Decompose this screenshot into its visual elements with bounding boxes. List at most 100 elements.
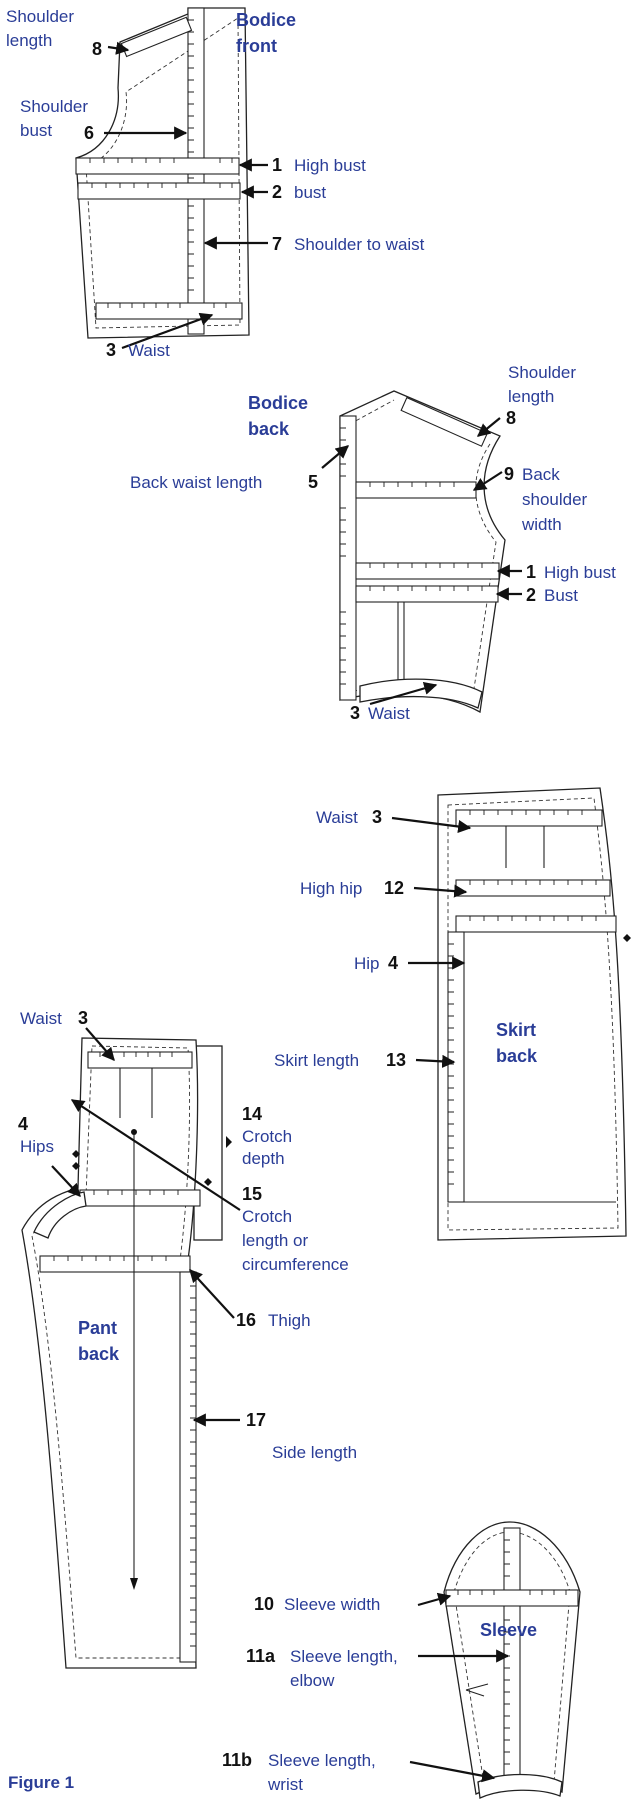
- arrow-skirt-waist: [391, 816, 472, 834]
- bodice-front-title-2: front: [236, 36, 277, 56]
- figure-label: Figure 1: [8, 1773, 74, 1792]
- arrow-sleeve-width: [417, 1592, 452, 1607]
- label-pant-waist: Waist: [20, 1009, 62, 1028]
- label-back-shoulder-length: Shoulder: [508, 363, 576, 382]
- label-high-bust: High bust: [294, 156, 366, 175]
- arrow-skirt-length: [415, 1054, 456, 1068]
- label-back-waist: Waist: [368, 704, 410, 723]
- label-pant-hips: Hips: [20, 1137, 54, 1156]
- crotch-depth-marker: [226, 1136, 232, 1148]
- label-back-shoulder-width-2: shoulder: [522, 490, 588, 509]
- bodice-front-piece: Bodice front Shoulder length 8 Shoulder …: [6, 7, 425, 360]
- ruler-ticks: [89, 19, 233, 308]
- label-crotch-length: Crotch: [242, 1207, 292, 1226]
- ruler-back-waist-length: [339, 415, 357, 701]
- label-shoulder-to-waist: Shoulder to waist: [294, 235, 425, 254]
- label-shoulder-length: Shoulder: [6, 7, 74, 26]
- skirt-back-title-2: back: [496, 1046, 538, 1066]
- number-back-waist: 3: [350, 703, 360, 723]
- label-skirt-high-hip: High hip: [300, 879, 362, 898]
- pant-back-title-2: back: [78, 1344, 120, 1364]
- pant-back-rulers: [33, 1051, 212, 1663]
- skirt-notch: [623, 934, 631, 942]
- label-crotch-length-2: length or: [242, 1231, 308, 1250]
- ruler-back-high-bust: [355, 562, 500, 580]
- sleeve-title: Sleeve: [480, 1620, 537, 1640]
- pant-back-piece: Pant back Waist 3 4 Hips 14 Crotch depth…: [18, 1008, 357, 1669]
- label-sleeve-elbow-2: elbow: [290, 1671, 335, 1690]
- number-back-shoulder-width: 9: [504, 464, 514, 484]
- number-sleeve-width: 10: [254, 1594, 274, 1614]
- ruler-pant-crotch: [33, 1191, 87, 1239]
- back-dart: [397, 602, 405, 690]
- sleeve-ruler-ticks: [457, 1539, 567, 1765]
- number-skirt-length: 13: [386, 1050, 406, 1070]
- skirt-back-rulers: [447, 809, 631, 1203]
- number-shoulder-to-waist: 7: [272, 234, 282, 254]
- ruler-skirt-waist: [455, 809, 603, 827]
- number-high-bust: 1: [272, 155, 282, 175]
- pant-ruler-ticks: [53, 1052, 196, 1647]
- pant-grainline-arrow: [130, 1578, 138, 1590]
- label-skirt-waist: Waist: [316, 808, 358, 827]
- skirt-back-piece: Skirt back Waist 3 High hip 12 Hip 4 Ski…: [274, 787, 631, 1241]
- label-skirt-length: Skirt length: [274, 1051, 359, 1070]
- arrow-back-shoulder-width: [472, 471, 503, 491]
- label-back-waist-length: Back waist length: [130, 473, 262, 492]
- number-back-high-bust: 1: [526, 562, 536, 582]
- ruler-back-shoulder-width: [355, 481, 477, 499]
- arrow-shoulder-length: [107, 41, 130, 55]
- number-skirt-waist: 3: [372, 807, 382, 827]
- bodice-back-title: Bodice: [248, 393, 308, 413]
- pant-back-darts: [119, 1068, 153, 1586]
- label-shoulder-bust-2: bust: [20, 121, 52, 140]
- number-back-waist-length: 5: [308, 472, 318, 492]
- ruler-skirt-high-hip: [455, 879, 611, 897]
- ruler-high-bust: [75, 157, 240, 175]
- number-pant-hips: 4: [18, 1114, 28, 1134]
- arrow-pant-thigh: [189, 1269, 235, 1319]
- ruler-pant-hips: [79, 1189, 201, 1207]
- number-crotch-length: 15: [242, 1184, 262, 1204]
- number-skirt-high-hip: 12: [384, 878, 404, 898]
- label-waist: Waist: [128, 341, 170, 360]
- label-shoulder-bust: Shoulder: [20, 97, 88, 116]
- arrow-pant-hips: [51, 1165, 81, 1197]
- number-pant-waist: 3: [78, 1008, 88, 1028]
- skirt-darts: [464, 826, 616, 1203]
- ruler-sleeve-length: [503, 1527, 521, 1791]
- ruler-sleeve-wrist: [477, 1773, 563, 1799]
- label-sleeve-wrist: Sleeve length,: [268, 1751, 376, 1770]
- bodice-back-rulers: [339, 396, 500, 709]
- number-crotch-depth: 14: [242, 1104, 262, 1124]
- skirt-ruler-ticks: [448, 810, 597, 1185]
- pant-grainline-dot: [131, 1129, 137, 1135]
- skirt-back-outline: [437, 787, 627, 1241]
- label-sleeve-wrist-2: wrist: [267, 1775, 303, 1794]
- arrow-back-waist: [369, 681, 438, 706]
- arrow-skirt-high-hip: [413, 884, 468, 898]
- label-crotch-depth: Crotch: [242, 1127, 292, 1146]
- label-crotch-depth-2: depth: [242, 1149, 285, 1168]
- ruler-back-bust: [355, 585, 499, 603]
- bodice-front-title: Bodice: [236, 10, 296, 30]
- label-back-shoulder-width-3: width: [521, 515, 562, 534]
- skirt-back-title: Skirt: [496, 1020, 536, 1040]
- label-back-bust: Bust: [544, 586, 578, 605]
- number-pant-side-length: 17: [246, 1410, 266, 1430]
- arrow-back-shoulder-length: [476, 417, 501, 437]
- label-crotch-length-3: circumference: [242, 1255, 349, 1274]
- number-back-shoulder-length: 8: [506, 408, 516, 428]
- label-back-shoulder-length-2: length: [508, 387, 554, 406]
- number-waist: 3: [106, 340, 116, 360]
- number-skirt-hip: 4: [388, 953, 398, 973]
- label-pant-thigh: Thigh: [268, 1311, 311, 1330]
- label-back-shoulder-width: Back: [522, 465, 560, 484]
- bodice-back-title-2: back: [248, 419, 290, 439]
- back-ruler-ticks: [340, 427, 483, 685]
- number-shoulder-bust: 6: [84, 123, 94, 143]
- ruler-bust: [77, 182, 241, 200]
- sleeve-piece: Sleeve 10 Sleeve width 11a Sleeve length…: [222, 1521, 581, 1799]
- pant-back-title: Pant: [78, 1318, 117, 1338]
